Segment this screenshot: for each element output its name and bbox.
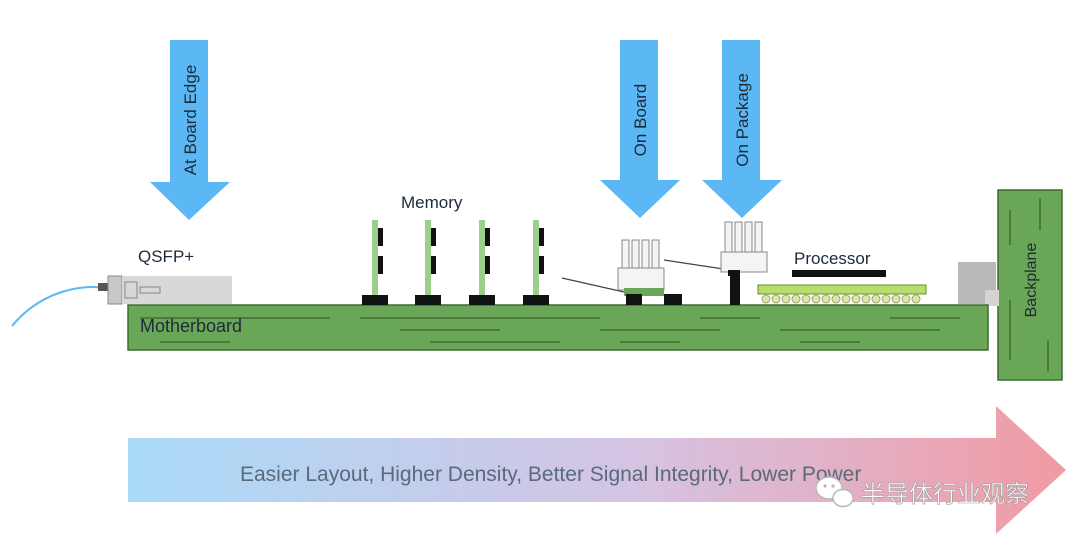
arrow-label-on-package: On Package — [733, 73, 752, 167]
memory-label: Memory — [401, 193, 463, 212]
onboard-optics — [561, 239, 682, 305]
motherboard-label: Motherboard — [140, 316, 242, 336]
benefits-arrow-text: Easier Layout, Higher Density, Better Si… — [240, 463, 861, 486]
motherboard: Motherboard — [127, 304, 989, 351]
memory-dimm — [415, 220, 441, 305]
watermark: 半导体行业观察 — [815, 476, 1029, 508]
arrow-on-package: On Package — [702, 40, 782, 218]
backplane: Backplane — [997, 189, 1063, 381]
arrow-on-board: On Board — [600, 40, 680, 218]
memory-dimm — [362, 220, 388, 305]
backplane-label: Backplane — [1023, 243, 1040, 318]
arrow-at-board-edge: At Board Edge — [150, 40, 230, 220]
qsfp-label: QSFP+ — [138, 247, 194, 266]
benefits-arrow: Easier Layout, Higher Density, Better Si… — [128, 406, 1066, 534]
backplane-connector — [958, 262, 999, 306]
wechat-icon — [815, 476, 854, 508]
memory-dimm — [523, 220, 549, 305]
arrow-label-at-board-edge: At Board Edge — [181, 65, 200, 176]
processor-label: Processor — [794, 249, 871, 268]
qsfp-module: QSFP+ — [11, 247, 232, 327]
processor-package: Processor — [757, 249, 927, 304]
watermark-text: 半导体行业观察 — [861, 481, 1029, 508]
onpackage-optics — [663, 221, 768, 305]
arrow-label-on-board: On Board — [631, 84, 650, 157]
memory-group: Memory — [362, 193, 549, 305]
memory-dimm — [469, 220, 495, 305]
